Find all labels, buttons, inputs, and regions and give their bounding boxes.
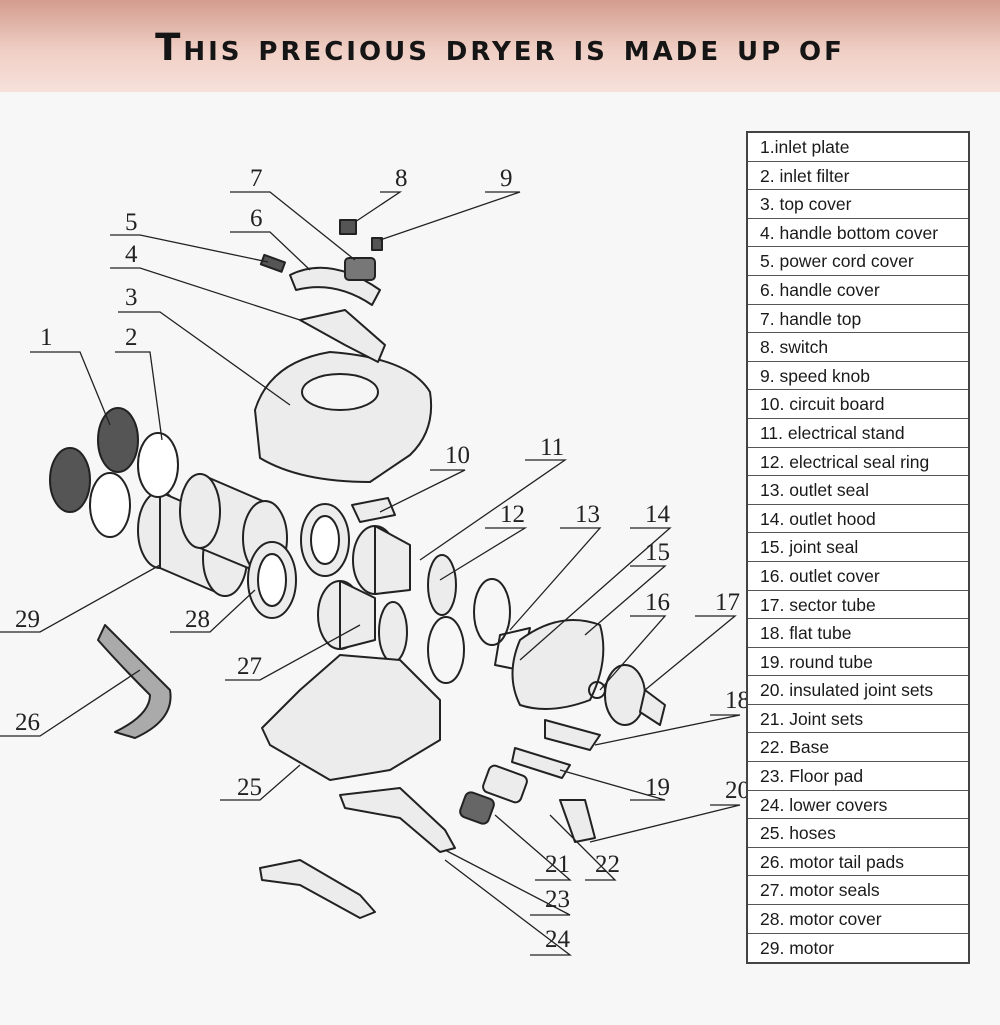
legend-item: 25. hoses bbox=[748, 819, 968, 848]
callout-23: 23 bbox=[545, 886, 570, 913]
legend-item: 22. Base bbox=[748, 733, 968, 763]
motor-seal-part bbox=[247, 503, 350, 619]
legend-item: 8. switch bbox=[748, 333, 968, 362]
legend-item: 15. joint seal bbox=[748, 533, 968, 562]
motor-part bbox=[317, 525, 411, 650]
legend-item: 24. lower covers bbox=[748, 791, 968, 820]
callout-2: 2 bbox=[125, 324, 138, 351]
callout-29: 29 bbox=[15, 606, 40, 633]
callout-6: 6 bbox=[250, 205, 263, 232]
handle-part bbox=[299, 309, 386, 363]
legend-item: 18. flat tube bbox=[748, 619, 968, 648]
callout-9: 9 bbox=[500, 165, 513, 192]
legend-item: 6. handle cover bbox=[748, 276, 968, 305]
legend-item: 10. circuit board bbox=[748, 390, 968, 419]
legend-item: 26. motor tail pads bbox=[748, 848, 968, 877]
callout-12: 12 bbox=[500, 501, 525, 528]
switch-part bbox=[339, 219, 357, 235]
callout-27: 27 bbox=[237, 653, 262, 680]
legend-item: 9. speed knob bbox=[748, 362, 968, 391]
callout-8: 8 bbox=[395, 165, 408, 192]
legend-item: 27. motor seals bbox=[748, 876, 968, 906]
callout-20: 20 bbox=[725, 777, 750, 804]
legend-item: 21. Joint sets bbox=[748, 705, 968, 734]
callout-28: 28 bbox=[185, 606, 210, 633]
callout-7: 7 bbox=[250, 165, 263, 192]
exploded-view-diagram: 1234567891011121314151617181920212223242… bbox=[0, 165, 750, 956]
legend-item: 11. electrical stand bbox=[748, 419, 968, 448]
page-title: This precious dryer is made up of bbox=[155, 26, 845, 69]
legend-item: 5. power cord cover bbox=[748, 247, 968, 276]
callout-18: 18 bbox=[725, 687, 750, 714]
callout-24: 24 bbox=[545, 926, 571, 953]
callout-5: 5 bbox=[125, 209, 138, 236]
legend-item: 29. motor bbox=[760, 937, 834, 958]
legend-item: 17. sector tube bbox=[748, 591, 968, 620]
legend-item: 7. handle top bbox=[748, 305, 968, 334]
callout-10: 10 bbox=[445, 442, 470, 469]
callout-13: 13 bbox=[575, 501, 600, 528]
callout-21: 21 bbox=[545, 851, 570, 878]
legend-item: 16. outlet cover bbox=[748, 562, 968, 591]
callout-22: 22 bbox=[595, 851, 620, 878]
callout-4: 4 bbox=[125, 241, 138, 268]
hose-part bbox=[97, 624, 172, 739]
legend-item: 1.inlet plate bbox=[748, 133, 968, 162]
legend-item: 4. handle bottom cover bbox=[748, 219, 968, 248]
legend-item: 28. motor cover bbox=[748, 905, 968, 934]
lower-cover-part bbox=[261, 654, 441, 781]
legend-item: 2. inlet filter bbox=[748, 162, 968, 191]
callout-19: 19 bbox=[645, 774, 670, 801]
callout-3: 3 bbox=[125, 284, 138, 311]
callout-25: 25 bbox=[237, 774, 262, 801]
callout-17: 17 bbox=[715, 589, 740, 616]
legend-item: 3. top cover bbox=[748, 190, 968, 219]
callout-26: 26 bbox=[15, 709, 40, 736]
title-banner: This precious dryer is made up of bbox=[0, 0, 1000, 92]
outlet-hood-part bbox=[511, 619, 605, 710]
legend-item: 23. Floor pad bbox=[748, 762, 968, 791]
legend-item: 13. outlet seal bbox=[748, 476, 968, 505]
top-cover-part bbox=[254, 351, 433, 483]
inlet-plate-part bbox=[49, 407, 179, 538]
legend-item: 19. round tube bbox=[748, 648, 968, 677]
legend-item: 20. insulated joint sets bbox=[748, 676, 968, 705]
base-part bbox=[339, 787, 456, 853]
callout-15: 15 bbox=[645, 539, 670, 566]
callout-1: 1 bbox=[40, 324, 53, 351]
legend-item: 14. outlet hood bbox=[748, 505, 968, 534]
callout-16: 16 bbox=[645, 589, 670, 616]
callout-11: 11 bbox=[540, 434, 564, 461]
legend-item: 12. electrical seal ring bbox=[748, 448, 968, 477]
callout-14: 14 bbox=[645, 501, 671, 528]
